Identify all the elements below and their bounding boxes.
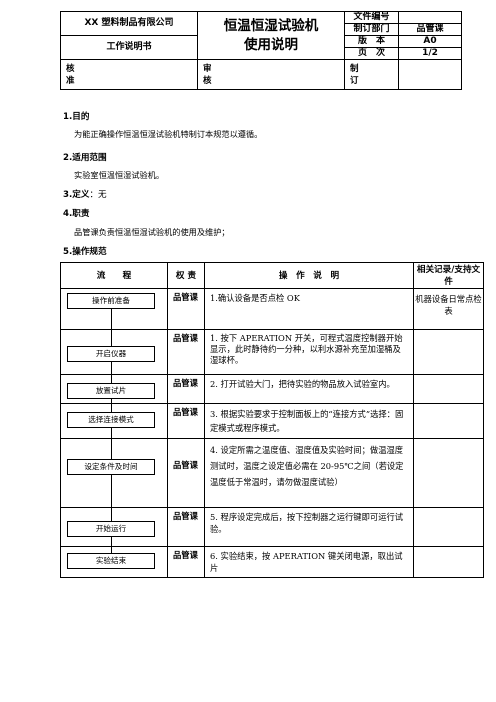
field-label: 文件编号 [344, 11, 399, 24]
flow-box: 放置试片 [67, 383, 155, 399]
flow-box: 选择连接模式 [67, 412, 155, 428]
section-heading: 4.职责 [63, 209, 90, 219]
table-row: 选择连接模式 品管课 3. 根据实验要求于控制面板上的“连接方式”选择：固定模式… [60, 403, 484, 439]
field-value: 品管课 [398, 23, 462, 36]
review-label: 审 核 [203, 64, 212, 86]
draft-value [398, 59, 462, 90]
table-row: 放置试片 品管课 2. 打开试验大门，把待实验的物品放入试验室内。 [60, 374, 484, 404]
section-heading: 2.适用范围 [63, 153, 107, 163]
flow-connector [111, 508, 112, 521]
section-scope: 2.适用范围 实验室恒温恒湿试验机。 [63, 152, 483, 181]
title-line-2: 使用说明 [244, 36, 298, 53]
flow-connector [111, 399, 112, 403]
record-cell [413, 329, 484, 375]
flow-connector [111, 475, 112, 507]
flow-box: 开启仪器 [67, 346, 155, 362]
document-type: 工作说明书 [60, 35, 198, 60]
document-header: XX 塑料制品有限公司 恒温恒湿试验机 使用说明 文件编号 制订部门 品管课 工… [60, 11, 462, 90]
flow-connector [111, 362, 112, 374]
record-cell [413, 403, 484, 439]
table-row: 实验结束 品管课 6. 实验结束，按 APERATION 键关闭电源，取出试片 [60, 546, 484, 578]
procedure-table: 流 程 权 责 操 作 说 明 相关记录/支持文件 操作前准备 品管课 1.确认… [60, 262, 484, 578]
description-cell: 1.确认设备是否点检 OK [204, 288, 414, 330]
field-label: 版 本 [344, 35, 399, 48]
flow-connector [111, 439, 112, 459]
section-definition: 3.定义：无 [63, 189, 483, 201]
record-cell [413, 438, 484, 508]
record-cell [413, 546, 484, 578]
flow-connector [111, 330, 112, 346]
section-responsibility: 4.职责 品管课负责恒温恒湿试验机的使用及维护； [63, 208, 483, 238]
header-responsibility: 权 责 [167, 262, 205, 289]
flow-connector [111, 375, 112, 383]
section-body: ：无 [89, 190, 107, 200]
table-row: 设定条件及时间 品管课 4. 设定所需之温度值、湿度值及实验时间；做温湿度测试时… [60, 438, 484, 508]
description-cell: 6. 实验结束，按 APERATION 键关闭电源，取出试片 [204, 546, 414, 578]
flow-connector [111, 547, 112, 553]
flow-box: 开始运行 [67, 521, 155, 537]
responsibility-cell: 品管课 [167, 329, 205, 375]
section-purpose: 1.目的 为能正确操作恒温恒湿试验机特制订本规范以遵循。 [63, 111, 483, 140]
approve-label: 核 准 [66, 64, 75, 86]
field-label: 制订部门 [344, 23, 399, 36]
table-row: 开启仪器 品管课 1. 按下 APERATION 开关，可程式温度控制器开始显示… [60, 329, 484, 375]
flow-connector [111, 309, 112, 329]
responsibility-cell: 品管课 [167, 507, 205, 547]
header-record: 相关记录/支持文件 [413, 262, 484, 289]
section-heading: 3.定义 [63, 190, 90, 200]
flow-connector [111, 428, 112, 438]
flow-connector [111, 404, 112, 412]
description-cell: 1. 按下 APERATION 开关，可程式温度控制器开始显示，此时静待约一分种… [204, 329, 414, 375]
responsibility-cell: 品管课 [167, 403, 205, 439]
header-description: 操 作 说 明 [204, 262, 414, 289]
field-value [398, 11, 462, 24]
record-cell [413, 374, 484, 404]
table-row: 开始运行 品管课 5. 程序设定完成后，按下控制器之运行键即可运行试验。 [60, 507, 484, 547]
field-value: A0 [398, 35, 462, 48]
description-cell: 4. 设定所需之温度值、湿度值及实验时间；做温湿度测试时，温度之设定值必需在 2… [204, 438, 414, 508]
section-body: 为能正确操作恒温恒湿试验机特制订本规范以遵循。 [74, 129, 263, 139]
header-flow: 流 程 [60, 262, 168, 289]
description-cell: 3. 根据实验要求于控制面板上的“连接方式”选择：固定模式或程序模式。 [204, 403, 414, 439]
description-cell: 2. 打开试验大门，把待实验的物品放入试验室内。 [204, 374, 414, 404]
responsibility-cell: 品管课 [167, 288, 205, 330]
flow-box: 操作前准备 [67, 293, 155, 309]
section-heading: 1.目的 [63, 112, 90, 122]
flow-box: 实验结束 [67, 553, 155, 569]
responsibility-cell: 品管课 [167, 438, 205, 508]
document-title: 恒温恒湿试验机 使用说明 [197, 11, 345, 60]
flow-box: 设定条件及时间 [67, 459, 155, 475]
section-heading: 5.操作规范 [63, 247, 107, 257]
responsibility-cell: 品管课 [167, 546, 205, 578]
description-cell: 5. 程序设定完成后，按下控制器之运行键即可运行试验。 [204, 507, 414, 547]
section-body: 实验室恒温恒湿试验机。 [74, 170, 165, 180]
flow-connector [111, 537, 112, 546]
field-label: 页 次 [344, 47, 399, 60]
company-name: XX 塑料制品有限公司 [60, 11, 198, 36]
responsibility-cell: 品管课 [167, 374, 205, 404]
table-row: 操作前准备 品管课 1.确认设备是否点检 OK 机器设备日常点检表 [60, 288, 484, 330]
record-cell [413, 507, 484, 547]
field-value: 1/2 [398, 47, 462, 60]
section-body: 品管课负责恒温恒湿试验机的使用及维护； [74, 227, 230, 237]
record-cell: 机器设备日常点检表 [413, 288, 484, 330]
draft-label: 制 订 [350, 64, 359, 86]
section-operation: 5.操作规范 [63, 246, 483, 258]
title-line-1: 恒温恒湿试验机 [223, 17, 319, 34]
